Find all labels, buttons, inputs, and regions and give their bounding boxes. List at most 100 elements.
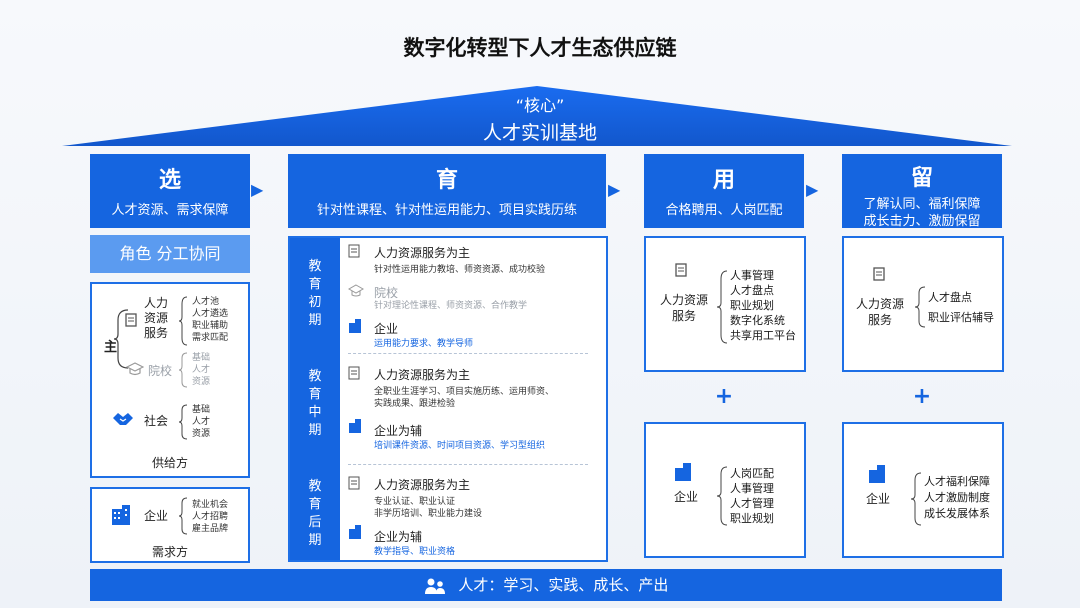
- retain-bottom-panel: 企业 人才福利保障 人才激励制度 成长发展体系: [842, 422, 1004, 558]
- document-icon: [348, 244, 360, 258]
- hr-item: 职业辅助: [192, 321, 229, 331]
- block-desc: 全职业生涯学习、项目实施历练、运用师资、实践成果、跟进检验: [374, 387, 555, 409]
- use-bottom-label: 企业: [674, 490, 699, 504]
- society-item: 基础: [192, 405, 211, 415]
- stage-char: 育: [308, 387, 322, 402]
- use-item: 职业规划: [730, 512, 774, 525]
- stage-label-late: 教 育 后 期: [290, 478, 340, 550]
- document-icon: [348, 366, 360, 380]
- enterprise-brace: [178, 497, 188, 535]
- retain-top-label: 人力资源 服务: [855, 297, 904, 327]
- header-select-sub: 人才资源、需求保障: [111, 203, 229, 218]
- header-use-sub: 合格聘用、人岗匹配: [665, 203, 783, 218]
- header-retain-sub-line2: 成长击力、激励保留: [863, 214, 981, 229]
- stage-char: 中: [308, 405, 322, 420]
- block-title: 人力资源服务为主: [374, 368, 471, 382]
- hr-item: 人才遴选: [192, 309, 229, 319]
- header-use: 用 合格聘用、人岗匹配: [644, 154, 804, 228]
- block-desc: 针对性运用能力教培、师资资源、成功校验: [374, 265, 546, 275]
- school-item: 基础: [192, 353, 211, 363]
- retain-bottom-items: 人才福利保障 人才激励制度 成长发展体系: [924, 474, 990, 522]
- header-retain: 留 了解认同、福利保障 成长击力、激励保留: [842, 154, 1002, 230]
- use-bottom-panel: 企业 人岗匹配 人事管理 人才管理 职业规划: [644, 422, 806, 558]
- retain-item: 成长发展体系: [924, 507, 990, 520]
- graduation-cap-icon: [126, 362, 144, 376]
- educate-stage-sidebar: 教 育 初 期 教 育 中 期 教 育 后 期: [290, 238, 340, 560]
- stage-char: 期: [308, 423, 322, 438]
- stage-char: 教: [308, 369, 322, 384]
- hr-items: 人才池 人才遴选 职业辅助 需求匹配: [192, 296, 228, 344]
- page-title: 数字化转型下人才生态供应链: [403, 36, 677, 60]
- use-item: 人事管理: [730, 269, 774, 282]
- arrow-right-icon: ▶: [251, 180, 264, 199]
- block-desc: 运用能力要求、教学导师: [374, 339, 474, 349]
- header-retain-title: 留: [910, 166, 933, 191]
- block-title: 企业: [374, 322, 399, 336]
- block-desc: 教学指导、职业资格: [374, 547, 456, 557]
- block-title: 企业为辅: [374, 424, 423, 438]
- school-items: 基础 人才 资源: [192, 352, 210, 388]
- divider: [348, 464, 588, 465]
- enterprise-item: 就业机会: [192, 500, 229, 510]
- society-item: 资源: [192, 429, 211, 439]
- use-item: 人才盘点: [730, 284, 774, 297]
- stage-char: 后: [308, 515, 322, 530]
- block-title: 人力资源服务为主: [374, 246, 471, 260]
- building-icon: [675, 463, 691, 481]
- people-icon: [424, 578, 445, 594]
- header-retain-sub: 了解认同、福利保障 成长击力、激励保留: [842, 196, 1002, 230]
- talent-bar-text: 人才：学习、实践、成长、产出: [458, 576, 669, 594]
- header-select-title: 选: [158, 168, 181, 193]
- educate-panel: 教 育 初 期 教 育 中 期 教 育 后 期 人力资源服务为主 针对性运用能力…: [288, 236, 608, 562]
- retain-bottom-label: 企业: [866, 492, 891, 506]
- roof-line2: 人才实训基地: [482, 122, 597, 144]
- retain-top-brace: [914, 286, 926, 328]
- use-bottom-items: 人岗匹配 人事管理 人才管理 职业规划: [730, 466, 774, 526]
- society-items: 基础 人才 资源: [192, 404, 210, 440]
- use-item: 共享用工平台: [730, 329, 796, 342]
- stage-char: 教: [308, 259, 322, 274]
- building-icon: [112, 505, 130, 525]
- retain-top-items: 人才盘点 职业评估辅导: [928, 288, 994, 328]
- retain-top-panel: 人力资源 服务 人才盘点 职业评估辅导: [842, 236, 1004, 372]
- role-bar: 角色 分工协同: [90, 235, 250, 273]
- enterprise-items: 就业机会 人才招聘 雇主品牌: [192, 499, 228, 535]
- header-educate-title: 育: [435, 168, 458, 193]
- society-item: 人才: [192, 417, 211, 427]
- stage-char: 教: [308, 479, 322, 494]
- demand-panel: 企业 就业机会 人才招聘 雇主品牌 需求方: [90, 487, 250, 563]
- main-brace: [113, 309, 129, 369]
- stage-char: 育: [308, 277, 322, 292]
- enterprise-label: 企业: [144, 509, 169, 523]
- use-item: 人事管理: [730, 482, 774, 495]
- use-top-panel: 人力资源 服务 人事管理 人才盘点 职业规划 数字化系统 共享用工平台: [644, 236, 806, 372]
- stage-label-early: 教 育 初 期: [290, 258, 340, 330]
- supply-panel: 主 人力 资源 服务 人才池 人才遴选 职业辅助 需求匹配 院校 基础 人才 资…: [90, 282, 250, 478]
- plus-icon: +: [912, 384, 932, 409]
- roof-triangle: [62, 86, 1012, 146]
- block-desc: 针对理论性课程、师资资源、合作教学: [374, 301, 528, 311]
- block-desc: 培训课件资源、时间项目资源、学习型组织: [374, 441, 546, 451]
- hr-item: 人才池: [192, 297, 220, 307]
- plus-icon: +: [714, 384, 734, 409]
- hr-item: 需求匹配: [192, 333, 229, 343]
- stage-char: 期: [308, 533, 322, 548]
- school-brace: [178, 352, 188, 388]
- demand-caption: 需求方: [151, 545, 188, 559]
- supply-caption: 供给方: [151, 456, 188, 470]
- use-item: 职业规划: [730, 299, 774, 312]
- block-desc: 专业认证、职业认证 非学历培训、职业能力建设: [374, 497, 483, 519]
- use-item: 数字化系统: [730, 314, 785, 327]
- stage-char: 初: [308, 295, 322, 310]
- building-icon: [349, 525, 361, 539]
- block-title: 人力资源服务为主: [374, 478, 471, 492]
- use-top-label: 人力资源 服务: [659, 293, 708, 323]
- hr-label: 人力 资源 服务: [144, 296, 169, 340]
- talent-bar: 人才：学习、实践、成长、产出: [90, 569, 1002, 601]
- enterprise-item: 人才招聘: [192, 512, 229, 522]
- use-top-brace: [716, 270, 728, 344]
- school-item: 人才: [192, 365, 211, 375]
- use-item: 人岗匹配: [730, 467, 774, 480]
- stage-label-mid: 教 育 中 期: [290, 368, 340, 440]
- header-select: 选 人才资源、需求保障: [90, 154, 250, 228]
